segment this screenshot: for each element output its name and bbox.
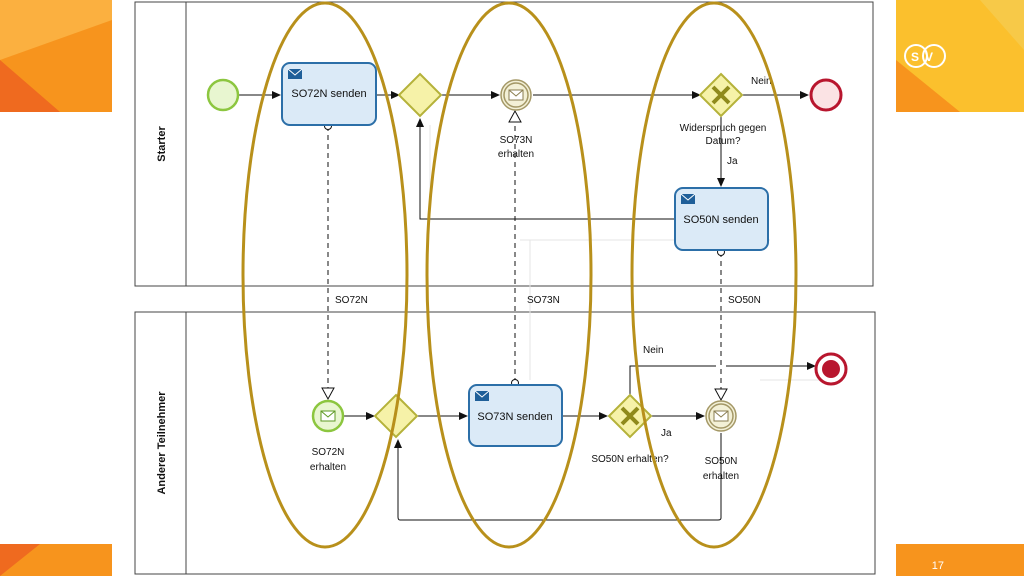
msg-label-so73n: SO73N xyxy=(527,295,560,306)
label-ja-bottom: Ja xyxy=(661,428,672,439)
gateway-widerspruch: Widerspruch gegen Datum? xyxy=(680,72,767,147)
lane-label-starter: Starter xyxy=(156,126,168,162)
task-label: SO72N senden xyxy=(291,88,366,100)
x-icon xyxy=(620,406,640,426)
decor-top-right xyxy=(896,0,1024,112)
end-event-bottom xyxy=(814,352,848,386)
decor-bottom-left xyxy=(0,544,112,576)
msg-label-so50n: SO50N xyxy=(728,295,761,306)
highlight-ellipse-right xyxy=(630,1,798,549)
logo: SV xyxy=(904,44,946,68)
envelope-icon xyxy=(713,410,729,422)
event-so73n-erhalten: SO73N erhalten xyxy=(498,79,534,160)
page-number: 17 xyxy=(931,560,944,572)
msg-label-so72n: SO72N xyxy=(335,295,368,306)
gateway-label-2: Datum? xyxy=(705,136,740,147)
x-icon xyxy=(711,85,731,105)
event-so72n-erhalten: SO72N erhalten xyxy=(310,399,346,473)
task-so73n-senden[interactable]: SO73N senden xyxy=(468,384,563,447)
event-label-1: SO50N xyxy=(705,456,738,467)
task-label: SO73N senden xyxy=(477,411,552,423)
event-label-2: erhalten xyxy=(703,471,739,482)
gateway-label: SO50N erhalten? xyxy=(591,454,669,465)
lane-label-other: Anderer Teilnehmer xyxy=(156,391,168,495)
label-nein-top: Nein xyxy=(751,76,772,87)
task-so72n-senden[interactable]: SO72N senden xyxy=(281,62,377,126)
decor-top-left xyxy=(0,0,112,112)
task-label: SO50N senden xyxy=(683,214,758,226)
envelope-icon xyxy=(508,89,524,101)
event-label-1: SO73N xyxy=(500,135,533,146)
message-flows xyxy=(321,109,728,402)
envelope-icon xyxy=(320,410,336,422)
gateway-label-1: Widerspruch gegen xyxy=(680,123,767,134)
flows-starter xyxy=(239,91,809,220)
event-label-2: erhalten xyxy=(498,149,534,160)
task-so50n-senden[interactable]: SO50N senden xyxy=(674,187,769,251)
start-event xyxy=(206,78,240,112)
highlight-ellipse-left xyxy=(241,1,409,549)
label-nein-bottom: Nein xyxy=(643,345,664,356)
envelope-icon xyxy=(681,194,695,204)
flows-other xyxy=(343,366,815,521)
gateway-top-left xyxy=(397,72,443,118)
label-ja-top: Ja xyxy=(727,156,738,167)
envelope-icon xyxy=(288,69,302,79)
envelope-icon xyxy=(475,391,489,401)
end-event-top xyxy=(809,78,843,112)
event-label-2: erhalten xyxy=(310,462,346,473)
event-label-1: SO72N xyxy=(312,447,345,458)
highlight-ellipse-middle xyxy=(425,1,593,549)
decor-bottom-right xyxy=(896,544,1024,576)
logo-text: SV xyxy=(911,50,939,64)
event-so50n-erhalten: SO50N erhalten xyxy=(703,400,739,482)
highlight-ellipses xyxy=(241,1,798,549)
